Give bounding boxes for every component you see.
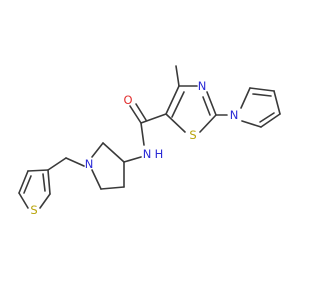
molecule-structure: O N S N N H N S xyxy=(18,65,281,217)
bond-c2-s1 xyxy=(199,114,217,133)
bond-c4-c5 xyxy=(165,85,180,115)
atom-sulfur-thiophene: S xyxy=(30,203,37,217)
bond-thio-c2-s xyxy=(39,193,51,209)
bond-c4-c5-inner xyxy=(171,91,185,118)
bond-thio-s-c5 xyxy=(18,192,29,209)
bond-ccarbonyl-nh xyxy=(140,122,145,146)
bond-n3-c2 xyxy=(206,91,217,116)
bond-thio-c4-c3 xyxy=(27,169,49,172)
atom-labels: O N S N N H N S xyxy=(30,79,238,217)
atom-hydrogen-amide: H xyxy=(155,147,164,161)
bond-s1-c5 xyxy=(165,113,186,133)
bond-n3-c2-inner xyxy=(202,96,211,116)
bond-thio-c5-c4 xyxy=(18,170,29,194)
bond-nh-c3 xyxy=(123,156,142,163)
bond-ca-cb-inner xyxy=(252,93,272,97)
bond-npyr-ca xyxy=(240,87,251,109)
bond-npyr-ch2 xyxy=(65,157,85,167)
atom-nitrogen-pyrrolidine: N xyxy=(85,157,94,171)
bond-c5-ccarbonyl xyxy=(140,113,167,124)
bond-cc-cd-inner xyxy=(259,112,275,123)
bond-carbonyl-1 xyxy=(129,105,142,124)
bond-cc-cd xyxy=(260,113,281,128)
bond-thio-c3-c2-inner xyxy=(42,173,46,192)
bond-ch2-thio xyxy=(47,157,67,171)
bond-npyr-c5p xyxy=(91,169,102,190)
bond-c5p-c4p xyxy=(100,186,125,190)
bond-ca-cb xyxy=(249,87,275,92)
bond-cd-npyr xyxy=(241,120,262,128)
bonds xyxy=(18,65,281,209)
atom-sulfur-thiazole: S xyxy=(189,128,196,142)
bond-cb-cc xyxy=(273,90,281,115)
bond-thio-c3-c2 xyxy=(47,169,51,195)
atom-nitrogen-pyrrole: N xyxy=(230,108,239,122)
bond-thio-c5-c4-inner xyxy=(23,175,32,194)
bond-carbonyl-2 xyxy=(135,103,147,121)
atom-nitrogen-amide: N xyxy=(143,147,152,161)
bond-methyl xyxy=(175,65,180,87)
atom-oxygen-amide: O xyxy=(123,93,132,107)
bond-c3-c2p xyxy=(102,142,125,163)
bond-c2p-npyr xyxy=(91,142,104,158)
atom-nitrogen-thiazole: N xyxy=(198,79,207,93)
